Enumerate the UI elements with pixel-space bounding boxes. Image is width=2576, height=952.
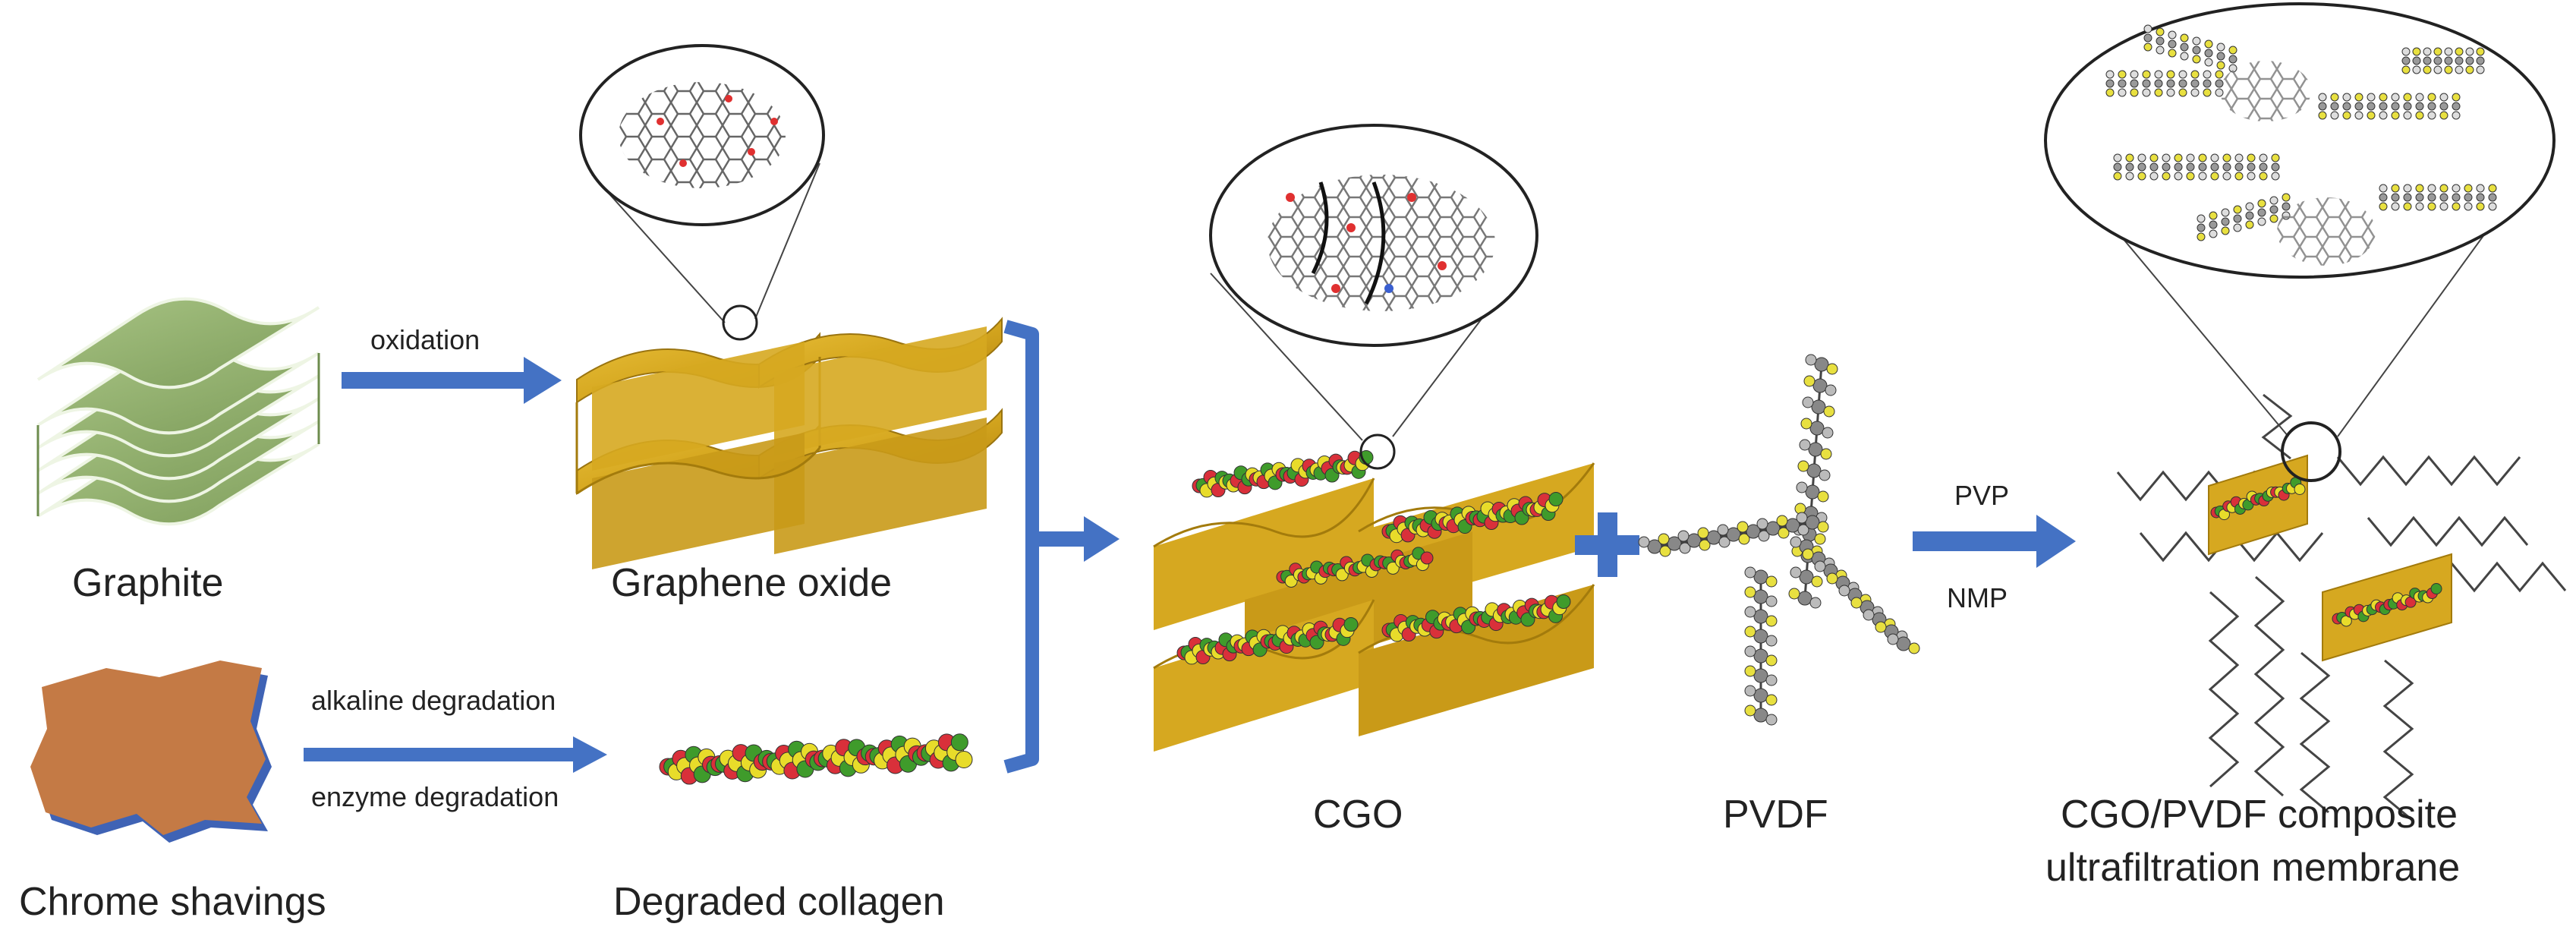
cgo-zoom (1209, 124, 1538, 470)
pvdf-polymer (1638, 354, 1920, 726)
degraded-collagen-label: Degraded collagen (613, 880, 945, 924)
membrane-pvdf-chains (2116, 393, 2567, 821)
membrane-cgo-sheets (2208, 454, 2452, 662)
pvp-nmp-arrow (1913, 515, 2076, 568)
oxidation-label: oxidation (370, 324, 480, 355)
oxidation-arrow (342, 357, 562, 404)
graphene-oxide-sheets (575, 317, 1003, 569)
pvp-label: PVP (1954, 480, 2009, 511)
cgo-collagen-chains (1176, 449, 1571, 665)
graphene-oxide-zoom (579, 44, 825, 341)
graphite-stack (36, 297, 320, 526)
pvdf-label: PVDF (1723, 793, 1828, 837)
nmp-label: NMP (1947, 582, 2008, 613)
enzyme-degradation-label: enzyme degradation (311, 781, 559, 812)
degradation-arrow (304, 736, 607, 773)
degraded-collagen-molecule (659, 733, 973, 785)
membrane-label-line2: ultrafiltration membrane (2045, 846, 2460, 890)
plus-icon (1575, 512, 1639, 577)
membrane-label-line1: CGO/PVDF composite (2061, 793, 2458, 837)
alkaline-degradation-label: alkaline degradation (311, 685, 556, 716)
chrome-shavings-label: Chrome shavings (19, 880, 326, 924)
cgo-label: CGO (1313, 793, 1403, 837)
combine-bracket (1003, 320, 1120, 774)
graphite-label: Graphite (72, 561, 223, 605)
membrane-zoom (2044, 2, 2556, 482)
chrome-shavings-shape (30, 660, 272, 843)
membrane-collagen-chains (2210, 477, 2442, 627)
graphene-oxide-label: Graphene oxide (611, 561, 892, 605)
